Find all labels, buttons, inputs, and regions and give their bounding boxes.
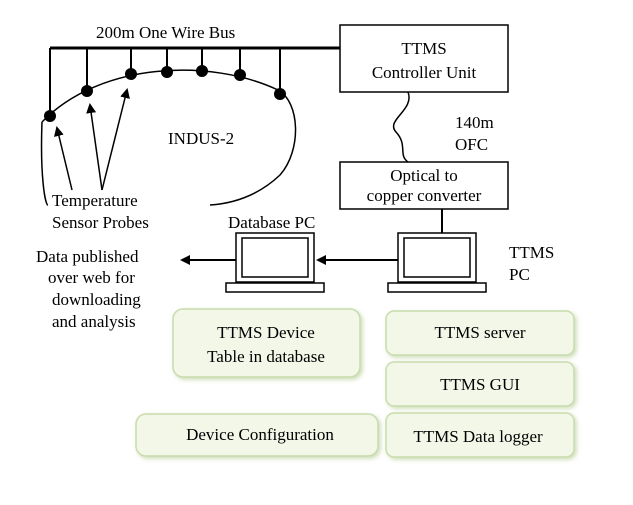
database-pc-icon	[225, 232, 325, 293]
ofc-label-line2: OFC	[455, 135, 488, 154]
ofc-cable	[392, 91, 410, 163]
sensor-probes	[44, 65, 286, 122]
sensor-drop-lines	[49, 48, 281, 114]
web-label-line4: and analysis	[52, 312, 136, 331]
device-table-label-line1: TTMS Device	[217, 323, 315, 342]
web-label-line2: over web for	[48, 268, 135, 287]
ring-label: INDUS-2	[168, 129, 234, 148]
device-table-label-line2: Table in database	[207, 347, 325, 366]
probes-label-line2: Sensor Probes	[52, 213, 149, 232]
converter-label-line2: copper converter	[367, 186, 482, 205]
database-pc-label: Database PC	[228, 213, 315, 232]
ttms-pc-label-line1: TTMS	[509, 243, 554, 262]
module-logger	[385, 412, 575, 458]
ofc-label-line1: 140m	[455, 113, 494, 132]
controller-label-line1: TTMS	[401, 39, 446, 58]
indus-ring	[40, 69, 297, 206]
ttms-pc-icon	[387, 232, 487, 293]
module-gui	[385, 361, 575, 407]
converter-label-line1: Optical to	[390, 166, 458, 185]
ttms-pc-label-line2: PC	[509, 265, 530, 284]
device-config-label: Device Configuration	[186, 425, 334, 444]
gui-label: TTMS GUI	[440, 375, 520, 394]
controller-unit-box	[339, 24, 509, 93]
web-label-line1: Data published	[36, 247, 139, 266]
server-label: TTMS server	[434, 323, 525, 342]
bus-label: 200m One Wire Bus	[96, 23, 235, 42]
controller-label-line2: Controller Unit	[372, 63, 477, 82]
converter-box	[339, 161, 509, 210]
module-device-config	[135, 413, 379, 457]
module-server	[385, 310, 575, 356]
module-device-table	[172, 308, 361, 378]
probes-label-line1: Temperature	[52, 191, 138, 210]
logger-label: TTMS Data logger	[413, 427, 543, 446]
web-label-line3: downloading	[52, 290, 141, 309]
probe-pointer-arrows	[54, 88, 130, 191]
